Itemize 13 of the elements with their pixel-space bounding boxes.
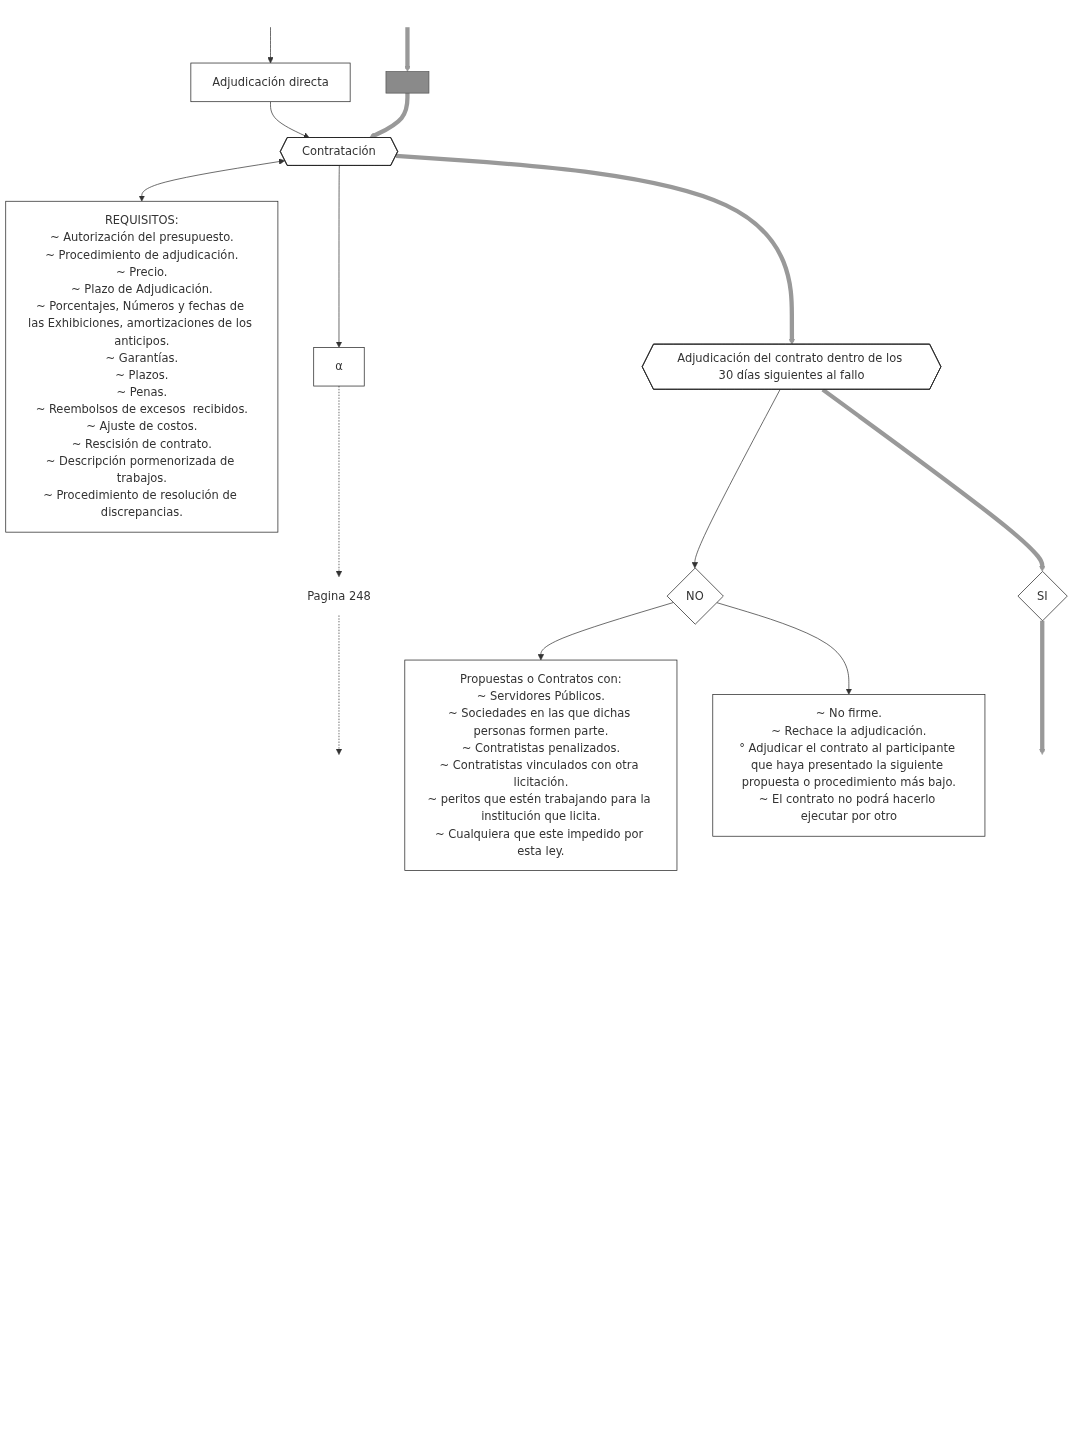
node-box: α [313,347,365,387]
node-box [385,71,430,94]
node-box: ~ No firme. ~ Rechace la adjudicación. ° Adjudicar el contrato al participante que haya presentado la siguiente propuesta o procedimiento más bajo. ~ El contrato no podrá hacerlo ejecutar por otro [712,694,986,837]
node-box: Propuestas o Contratos con: ~ Servidores Públicos. ~ Sociedades en las que dichas personas formen parte. ~ Contratistas penalizados. ~ Contratistas vinculados con otra licitación. ~ peritos que estén trabajando para la institución que licita. ~ Cualquiera que este impedido por esta ley. [404,659,678,871]
arrow [395,153,796,345]
arrow [1039,620,1046,755]
node-diamond: SI [1017,571,1068,622]
node-box: Adjudicación directa [190,62,351,103]
node-box: REQUISITOS: ~ Autorización del presupuesto. ~ Procedimiento de adjudicación. ~ Precio. ~ Plazo de Adjudicación. ~ Porcentajes, Números y fechas de las Exhibiciones, amortizaciones de los anticipos. ~ Garantías. ~ Plazos. ~ Penas. ~ Reembolsos de excesos recibidos. ~ Ajuste de costos. ~ Rescisión de contrato. ~ Descripción pormenorizada de trabajos. ~ Procedimiento de resolución de discrepancias. [5,200,279,533]
node-text: Pagina 248 [307,588,371,603]
arrow [404,27,411,72]
arrow [369,93,410,139]
node-diamond: NO [666,567,724,625]
